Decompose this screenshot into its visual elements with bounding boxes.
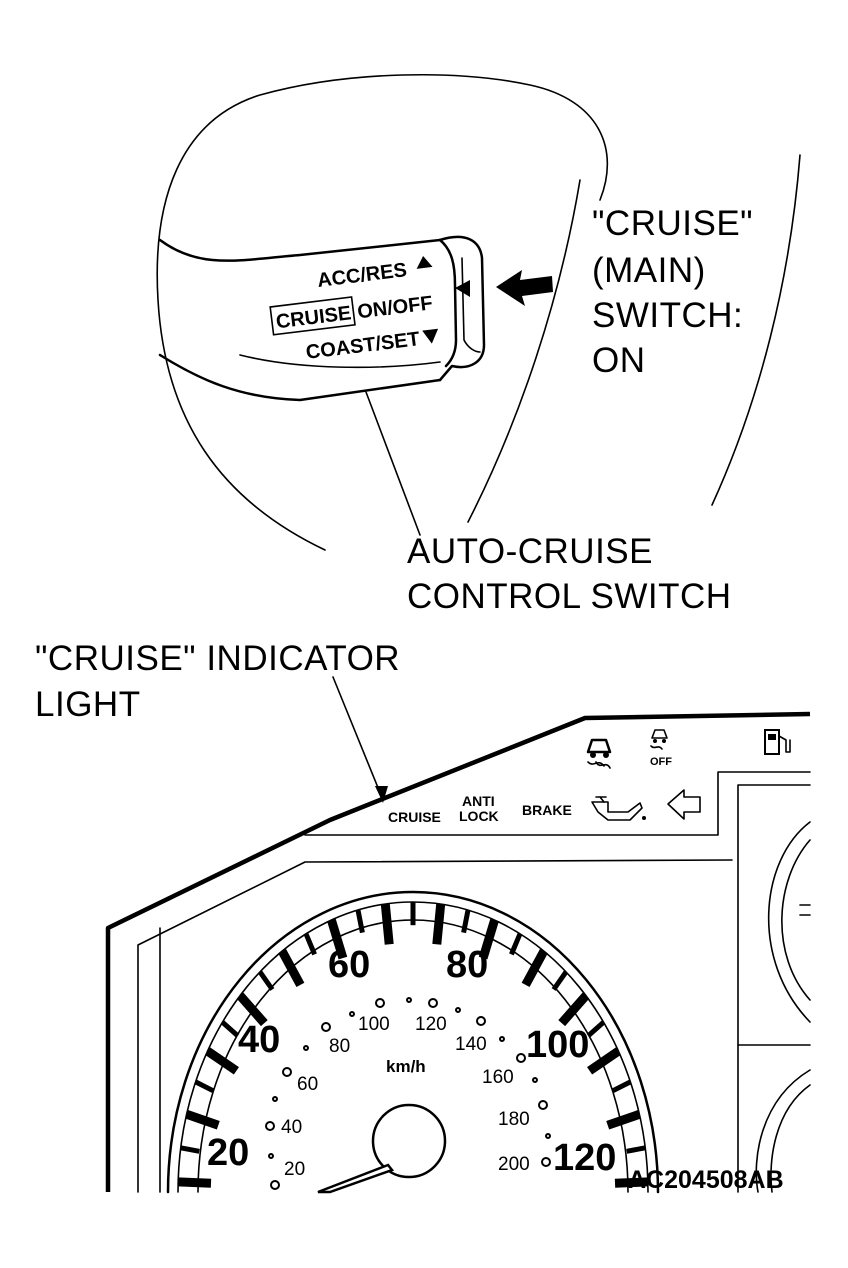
main-switch-callout: "CRUISE" (MAIN) SWITCH: ON: [592, 204, 753, 380]
minor-label-20: 20: [284, 1159, 305, 1180]
svg-text:ON: ON: [592, 341, 646, 380]
indicator-callout: "CRUISE" INDICATOR LIGHT: [35, 639, 400, 803]
speedometer-tick: [185, 1110, 220, 1130]
speedometer-tick: [558, 992, 590, 1027]
major-label-120: 120: [553, 1137, 616, 1179]
speedometer-tick: [587, 1047, 621, 1075]
speedometer-tick: [257, 970, 275, 991]
speedometer-tick: [586, 1020, 606, 1038]
speedometer-tick: [509, 932, 523, 956]
minor-label-40: 40: [281, 1117, 302, 1138]
cruise-box: [269, 296, 356, 336]
cruise-indicator-label: CRUISE: [388, 809, 441, 825]
minor-label-140: 140: [455, 1034, 487, 1055]
anti-label: ANTI: [462, 793, 495, 809]
minor-label-120: 120: [415, 1014, 447, 1035]
lock-label: LOCK: [459, 808, 499, 824]
svg-text:"CRUISE" INDICATOR: "CRUISE" INDICATOR: [35, 639, 400, 678]
speedometer-tick: [521, 948, 548, 988]
speedometer-tick: [194, 1079, 215, 1093]
on-off-label: ON/OFF: [356, 292, 434, 323]
speedometer-tick: [220, 1020, 240, 1038]
major-label-80: 80: [446, 944, 488, 986]
minor-label-60: 60: [297, 1074, 318, 1095]
speedometer-tick: [355, 909, 365, 934]
coast-set-label: COAST/SET: [305, 328, 421, 364]
speedometer-tick: [611, 1079, 632, 1093]
major-label-20: 20: [207, 1132, 249, 1174]
speedometer-tick: [478, 918, 499, 960]
svg-text:"CRUISE": "CRUISE": [592, 204, 753, 243]
speedometer-tick: [205, 1047, 239, 1075]
needle-hub: [371, 1103, 447, 1179]
svg-text:SWITCH:: SWITCH:: [592, 296, 743, 335]
minor-label-100: 100: [358, 1014, 390, 1035]
speedometer-tick: [432, 903, 446, 945]
cruise-lever: [158, 235, 486, 402]
minor-label-160: 160: [482, 1067, 514, 1088]
figure-code: AC204508AB: [628, 1166, 784, 1194]
major-label-40: 40: [238, 1019, 280, 1061]
needle: [317, 1163, 395, 1194]
lever-leader-line: [365, 391, 421, 536]
svg-text:CONTROL SWITCH: CONTROL SWITCH: [407, 577, 732, 616]
off-label: OFF: [650, 756, 672, 768]
speedometer-tick: [380, 903, 394, 945]
speedometer-tick: [327, 918, 348, 960]
major-label-60: 60: [328, 944, 370, 986]
traction-off-icon: OFF: [650, 729, 672, 768]
brake-label: BRAKE: [522, 802, 572, 818]
cruise-label: CRUISE: [275, 302, 353, 333]
speedometer-tick: [626, 1145, 646, 1154]
speedometer-tick: [614, 1177, 649, 1188]
speedometer-tick: [606, 1110, 641, 1130]
control-switch-callout: AUTO-CRUISE CONTROL SWITCH: [407, 532, 732, 616]
press-arrow-icon: [496, 270, 553, 306]
up-arrow-icon: [416, 255, 433, 269]
cluster-housing: [105, 711, 811, 1193]
svg-text:LIGHT: LIGHT: [35, 685, 141, 724]
svg-text:AUTO-CRUISE: AUTO-CRUISE: [407, 532, 653, 571]
speedometer-tick: [461, 909, 471, 934]
switch-labels: ACC/RES CRUISE ON/OFF COAST/SET: [269, 255, 439, 364]
indicator-arrowhead: [375, 786, 388, 803]
indicator-panel: CRUISE ANTI LOCK BRAKE OFF: [388, 729, 791, 825]
speedometer-tick: [180, 1145, 200, 1154]
acc-res-label: ACC/RES: [316, 259, 408, 292]
traction-control-icon: [586, 738, 612, 769]
oil-can-icon: [591, 796, 646, 821]
fuel-pump-icon: [764, 729, 791, 755]
down-arrow-icon: [422, 328, 439, 344]
major-label-100: 100: [526, 1024, 589, 1066]
speedometer-tick: [303, 932, 317, 956]
turn-arrow-icon: [667, 789, 701, 820]
speedometer: 20 40 60 80 100 120 20 40 60 80 100 120 …: [166, 890, 660, 1194]
speedometer-tick: [236, 992, 268, 1027]
minor-label-180: 180: [498, 1109, 530, 1130]
speedometer-tick: [278, 948, 305, 988]
steering-column-outline: [156, 73, 801, 551]
minor-label-80: 80: [329, 1036, 350, 1057]
speedometer-tick: [551, 970, 569, 991]
speedometer-tick: [177, 1177, 212, 1188]
svg-text:(MAIN): (MAIN): [592, 251, 706, 290]
minor-label-200: 200: [498, 1154, 530, 1175]
speed-unit-label: km/h: [386, 1057, 426, 1076]
speedometer-ticks: [177, 902, 649, 1188]
